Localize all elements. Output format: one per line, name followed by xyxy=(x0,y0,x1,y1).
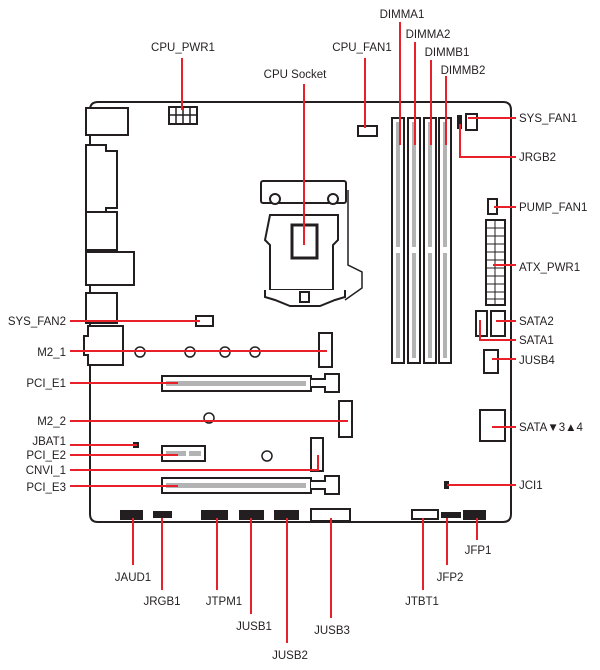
m2-2-slot xyxy=(338,400,353,438)
jaud1-header xyxy=(120,510,143,520)
label-m2-1: M2_1 xyxy=(37,347,66,359)
jfp2-header xyxy=(441,512,461,518)
bottom-headers xyxy=(120,508,486,522)
rear-io-panel xyxy=(83,107,135,366)
label-sata1: SATA1 xyxy=(519,335,554,347)
cpu-fan1-connector xyxy=(357,125,378,137)
sata34-connector xyxy=(479,409,506,442)
label-atx-pwr1: ATX_PWR1 xyxy=(519,262,580,274)
jusb4-connector xyxy=(483,349,499,374)
jci1-connector xyxy=(444,481,449,489)
label-jusb1: JUSB1 xyxy=(236,621,272,633)
cpu-pwr1-connector xyxy=(168,106,198,125)
label-jusb4: JUSB4 xyxy=(519,355,555,367)
label-pci-e1: PCI_E1 xyxy=(26,378,66,390)
label-cpu-pwr1: CPU_PWR1 xyxy=(151,42,215,54)
jtbt1-header xyxy=(411,509,439,520)
label-pump-fan1: PUMP_FAN1 xyxy=(519,202,587,214)
label-jusb2: JUSB2 xyxy=(272,650,308,662)
label-jaud1: JAUD1 xyxy=(115,572,151,584)
label-dimmb2: DIMMB2 xyxy=(441,65,486,77)
label-cpu-socket: CPU Socket xyxy=(264,69,327,81)
jusb2-header xyxy=(274,510,299,520)
label-dimma2: DIMMA2 xyxy=(406,29,451,41)
label-pci-e3: PCI_E3 xyxy=(26,482,66,494)
label-m2-2: M2_2 xyxy=(37,416,66,428)
dimm-slots xyxy=(391,117,452,364)
sata1-connector xyxy=(475,310,488,337)
leader-lines xyxy=(70,22,516,643)
pci-e2-slot xyxy=(161,445,206,462)
pci-e3-slot xyxy=(161,475,340,495)
label-jusb3: JUSB3 xyxy=(314,625,350,637)
jfp1-header xyxy=(463,510,486,520)
label-dimmb1: DIMMB1 xyxy=(425,47,470,59)
label-jci1: JCI1 xyxy=(519,480,543,492)
label-jfp1: JFP1 xyxy=(465,545,492,557)
label-cpu-fan1: CPU_FAN1 xyxy=(332,42,391,54)
label-jrgb1: JRGB1 xyxy=(143,596,180,608)
label-jtpm1: JTPM1 xyxy=(206,596,242,608)
label-sys-fan2: SYS_FAN2 xyxy=(8,316,66,328)
pci-e1-slot xyxy=(161,373,340,393)
label-jtbt1: JTBT1 xyxy=(405,596,439,608)
cpu-socket xyxy=(260,180,363,307)
jtpm1-header xyxy=(201,510,228,520)
label-pci-e2: PCI_E2 xyxy=(26,450,66,462)
sata2-connector xyxy=(490,310,506,337)
jrgb1-header xyxy=(153,511,172,518)
label-sys-fan1: SYS_FAN1 xyxy=(519,113,577,125)
atx-pwr1-connector xyxy=(485,219,506,306)
jrgb2-connector xyxy=(457,115,462,129)
label-jbat1: JBAT1 xyxy=(32,436,66,448)
label-cnvi-1: CNVI_1 xyxy=(26,465,66,477)
label-sata34: SATA▼3▲4 xyxy=(519,422,583,434)
label-jrgb2: JRGB2 xyxy=(519,152,556,164)
sys-fan1-connector xyxy=(465,113,478,131)
label-dimma1: DIMMA1 xyxy=(380,9,425,21)
jusb1-header xyxy=(239,510,264,520)
label-jfp2: JFP2 xyxy=(437,572,464,584)
label-sata2: SATA2 xyxy=(519,316,554,328)
component-labels: CPU_PWR1 CPU Socket CPU_FAN1 DIMMA1 DIMM… xyxy=(8,9,588,662)
